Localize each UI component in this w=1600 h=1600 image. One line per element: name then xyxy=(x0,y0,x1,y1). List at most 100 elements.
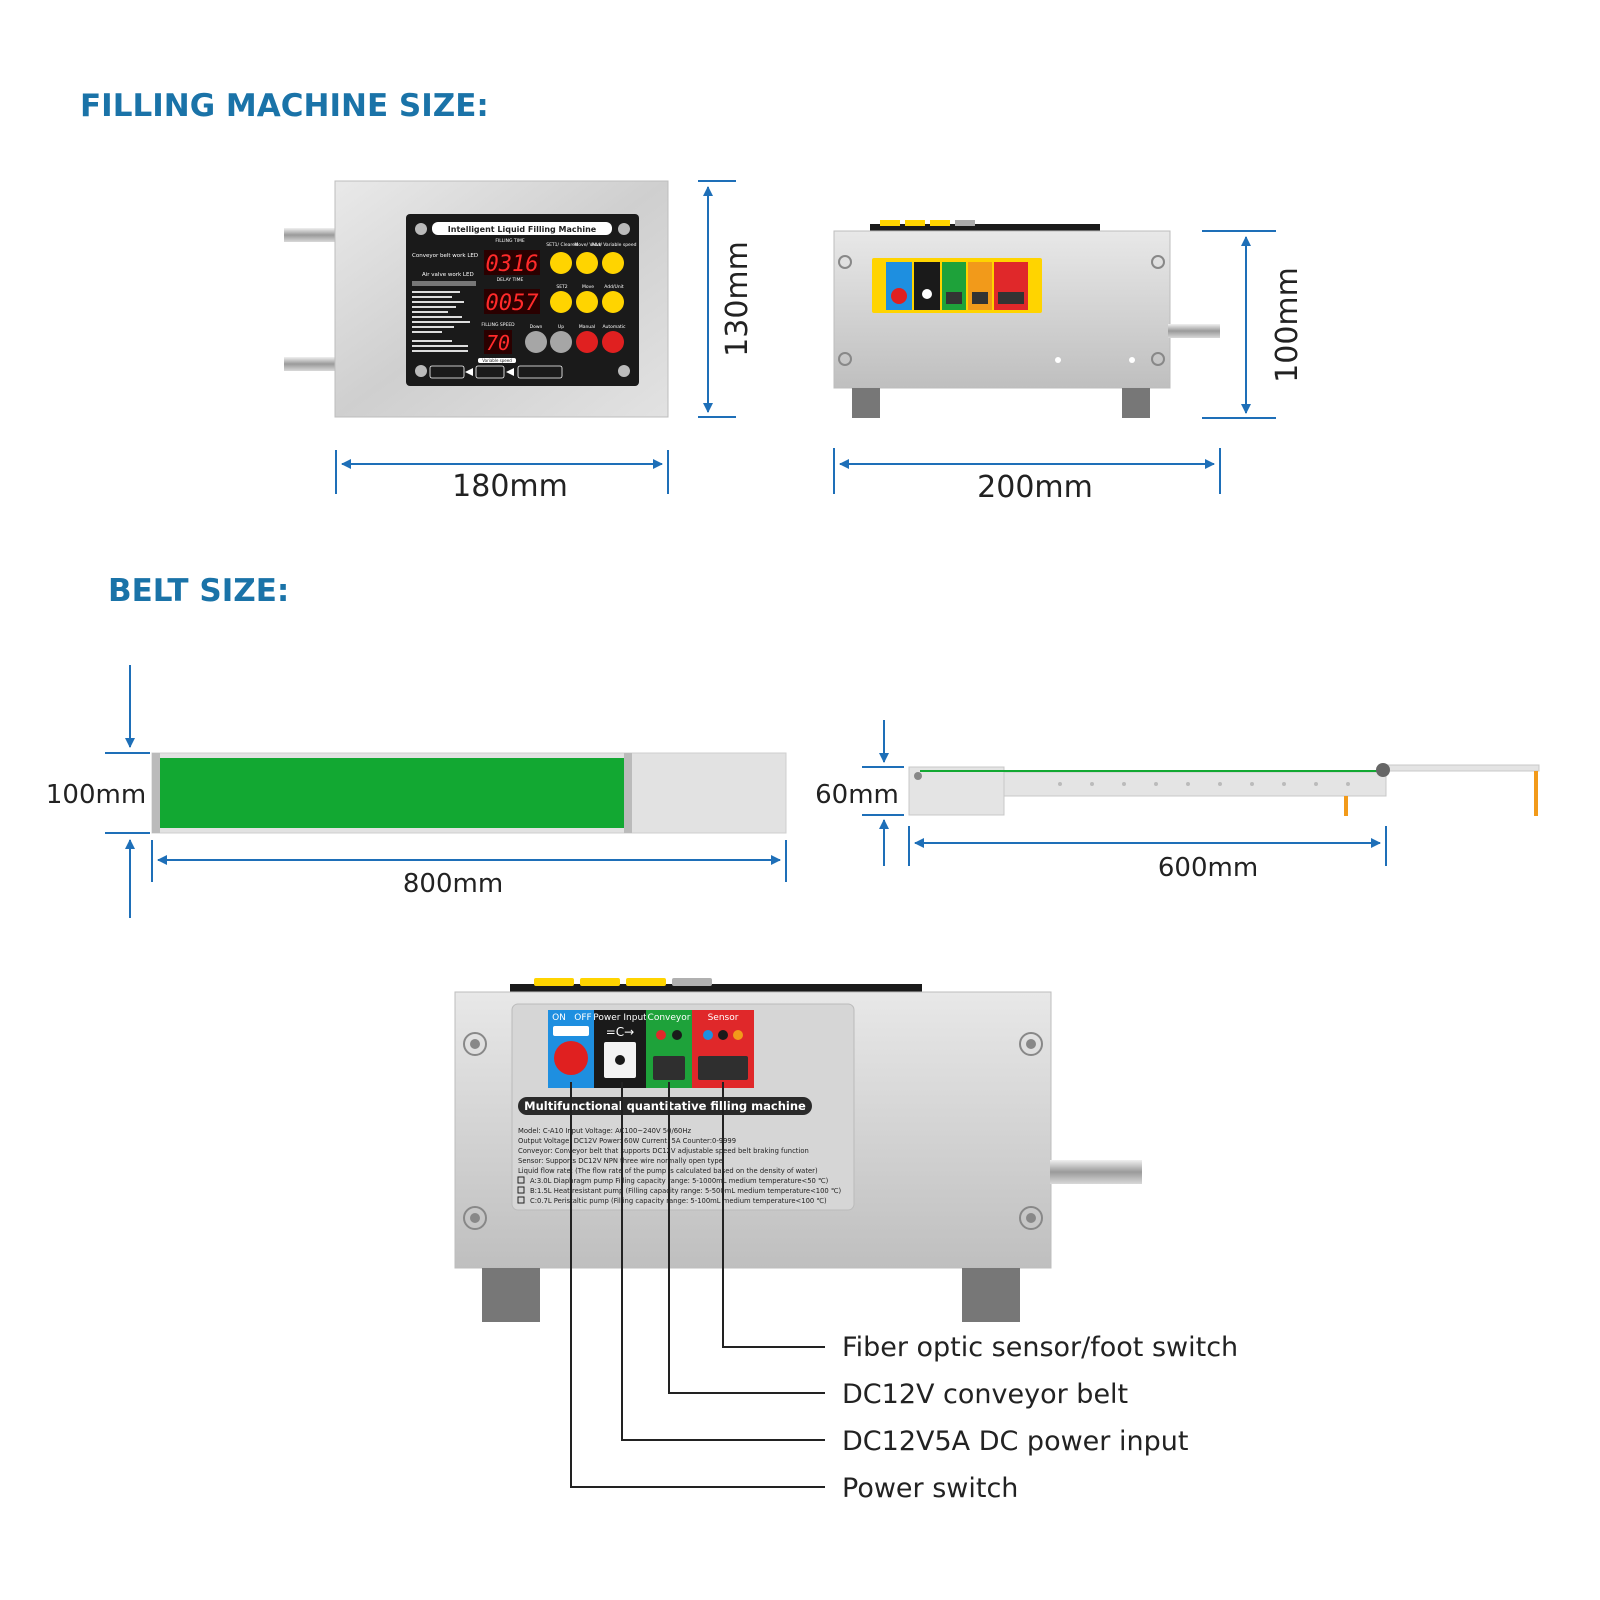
belt-side-length-label: 600mm xyxy=(1158,853,1258,883)
conveyor-label: Conveyor xyxy=(648,1013,691,1023)
manual-button[interactable] xyxy=(576,331,598,353)
side-dimension-lines xyxy=(833,230,1276,494)
parameter-bar xyxy=(412,281,476,286)
spec-line: Output Voltage: DC12V Power: 60W Current… xyxy=(518,1137,736,1145)
front-pipe-top xyxy=(284,228,336,242)
mode-icons xyxy=(429,365,563,379)
power-switch[interactable] xyxy=(554,1041,588,1075)
spec-line: Model: C-A10 Input Voltage: AC100~240V 5… xyxy=(518,1127,691,1135)
spec-line: Sensor: Supports DC12V NPN three wire no… xyxy=(518,1157,723,1165)
connector-foot-left xyxy=(482,1268,540,1322)
filling-speed-display xyxy=(484,330,512,354)
off-label: OFF xyxy=(574,1013,591,1023)
spec-line: C:0.7L Peristaltic pump (Filling capacit… xyxy=(530,1197,827,1205)
delay-time-display xyxy=(484,289,540,314)
screw-icon xyxy=(618,223,630,235)
side-view-machine xyxy=(833,220,1220,418)
move-valve-button[interactable] xyxy=(576,252,598,274)
connector-top-strip xyxy=(510,984,922,994)
variable-speed-label: Variable speed xyxy=(482,358,512,363)
spec-line: Liquid flow rate: (The flow rate of the … xyxy=(518,1167,818,1175)
belt-side-dimension-lines xyxy=(862,720,1387,866)
spec-lines: Model: C-A10 Input Voltage: AC100~240V 5… xyxy=(517,1127,842,1205)
spec-line: Conveyor: Conveyor belt that supports DC… xyxy=(518,1147,809,1155)
set1-label: SET1/ Cleared xyxy=(546,242,578,248)
side-pipe xyxy=(1168,324,1220,338)
front-dimension-lines xyxy=(335,180,736,494)
machine-width-label: 180mm xyxy=(452,469,568,504)
sensor-label: Sensor xyxy=(708,1013,739,1023)
belt-side-frame xyxy=(1003,771,1387,797)
filling-machine-size-heading: FILLING MACHINE SIZE: xyxy=(80,88,489,124)
add-unit-button[interactable] xyxy=(602,291,624,313)
callout-power-input: DC12V5A DC power input xyxy=(842,1426,1188,1457)
conveyor-led-label: Conveyor belt work LED xyxy=(412,253,478,259)
belt-side-view xyxy=(908,763,1540,816)
air-valve-led-label: Air valve work LED xyxy=(422,272,474,278)
machine-height-label: 130mm xyxy=(720,241,755,357)
dc-jack[interactable] xyxy=(615,1055,625,1065)
side-foot-left xyxy=(852,388,880,418)
conveyor-terminal[interactable] xyxy=(653,1056,685,1080)
filling-speed-value: 70 xyxy=(486,331,510,355)
machine-name-bar xyxy=(518,1097,812,1115)
belt-size-heading: BELT SIZE: xyxy=(108,573,290,609)
connector-view-machine: ON OFF Power Input =C→ Conveyor Sensor M… xyxy=(454,978,1142,1322)
down-label: Down xyxy=(530,324,543,330)
add-unit-label: Add/Unit xyxy=(604,284,624,290)
belt-top-dimension-lines xyxy=(105,665,787,918)
front-view-machine: Intelligent Liquid Filling Machine Conve… xyxy=(284,180,669,418)
spec-line: B:1.5L Heat resistant pump (Filling capa… xyxy=(530,1187,842,1195)
side-width-label: 200mm xyxy=(977,470,1093,505)
callout-leader-lines xyxy=(570,1082,825,1488)
body-screws xyxy=(463,1032,1043,1230)
set2-label: SET2 xyxy=(556,284,567,290)
belt-motor-housing xyxy=(908,766,1005,816)
screw-icon xyxy=(618,365,630,377)
variable-speed-bar xyxy=(478,358,516,363)
power-input-label: Power Input xyxy=(593,1013,647,1023)
move-valve-label: Move/ Valve xyxy=(574,242,601,248)
side-top-strip xyxy=(870,224,1100,232)
up-button[interactable] xyxy=(550,331,572,353)
belt-leg-right xyxy=(1534,771,1538,816)
up-label: Up xyxy=(558,324,564,330)
screw-icon xyxy=(415,223,427,235)
panel-notes xyxy=(412,291,470,352)
belt-width-label: 100mm xyxy=(46,780,146,810)
front-pipe-bottom xyxy=(284,357,336,371)
panel-title: Intelligent Liquid Filling Machine xyxy=(448,225,597,234)
green-belt xyxy=(156,758,630,828)
on-label: ON xyxy=(552,1013,566,1023)
connector-outlet-pipe xyxy=(1050,1160,1142,1184)
belt-extension xyxy=(1383,764,1540,772)
filling-speed-label: FILLING SPEED xyxy=(481,322,515,328)
callout-sensor: Fiber optic sensor/foot switch xyxy=(842,1332,1238,1363)
add-speed-button[interactable] xyxy=(602,252,624,274)
add-label: Add/ Variable speed xyxy=(592,242,637,248)
set1-button[interactable] xyxy=(550,252,572,274)
delay-time-value: 0057 xyxy=(486,291,540,316)
filling-time-value: 0316 xyxy=(486,252,539,277)
spec-line: A:3.0L Diaphragm pump Filling capacity r… xyxy=(530,1177,829,1185)
belt-side-height-label: 60mm xyxy=(815,780,899,810)
move-label: Move xyxy=(582,284,594,290)
set2-button[interactable] xyxy=(550,291,572,313)
delay-time-label: DELAY TIME xyxy=(497,277,524,283)
panel-title-bar xyxy=(432,222,612,235)
sensor-terminal[interactable] xyxy=(698,1056,748,1080)
filling-time-display xyxy=(484,250,540,275)
side-height-label: 100mm xyxy=(1270,267,1305,383)
manual-label: Manual xyxy=(579,324,595,330)
filling-time-label: FILLING TIME xyxy=(495,238,524,244)
screw-icon xyxy=(415,365,427,377)
down-button[interactable] xyxy=(525,331,547,353)
dc-polarity-icon: =C→ xyxy=(606,1025,635,1039)
connector-foot-right xyxy=(962,1268,1020,1322)
automatic-button[interactable] xyxy=(602,331,624,353)
callout-power-switch: Power switch xyxy=(842,1473,1018,1504)
belt-top-view xyxy=(151,752,787,834)
move-button[interactable] xyxy=(576,291,598,313)
machine-name: Multifunctional quantitative filling mac… xyxy=(524,1099,806,1113)
